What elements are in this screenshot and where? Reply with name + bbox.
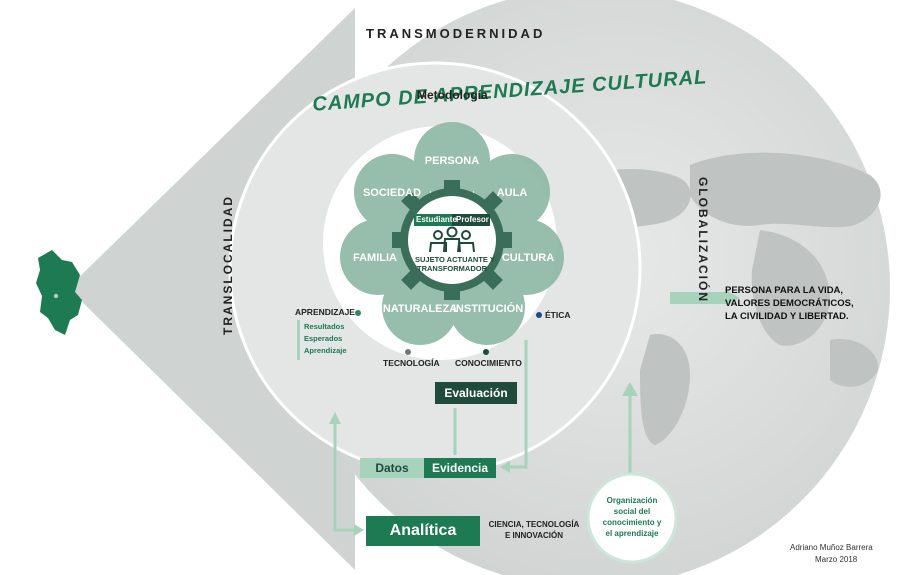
rea-esperados: Esperados <box>304 334 343 343</box>
profesor-tag: Profesor <box>456 215 489 224</box>
estudiante-tag: Estudiante <box>416 215 457 224</box>
people-icon <box>429 226 475 253</box>
ciencia-line2: E INNOVACIÓN <box>504 531 564 540</box>
analitica-box: Analítica <box>366 516 480 546</box>
translocalidad-label: TRANSLOCALIDAD <box>221 195 235 335</box>
rea-bar <box>297 320 300 360</box>
outcome-line2: VALORES DEMOCRÁTICOS, <box>725 298 854 309</box>
aprendizaje-dot <box>355 310 361 316</box>
colombia-location-dot <box>53 293 59 299</box>
globalizacion-label: GLOBALIZACIÓN <box>696 177 710 303</box>
colombia-map-icon <box>36 250 82 335</box>
organizacion-circle <box>586 472 678 564</box>
etica-label: ÉTICA <box>545 310 571 320</box>
petal-institucion: INSTITUCIÓN <box>452 303 524 315</box>
org-line4: el aprendizaje <box>605 529 659 538</box>
outcome-line3: LA CIVILIDAD Y LIBERTAD. <box>725 311 849 322</box>
rea-resultados: Resultados <box>304 322 345 331</box>
conocimiento-dot <box>483 349 489 355</box>
outcome-arrow-shaft <box>670 292 728 304</box>
tecnologia-dot <box>405 349 411 355</box>
center-gear <box>392 180 512 300</box>
org-line3: conocimiento y <box>602 518 662 527</box>
credit-date: Marzo 2018 <box>815 555 858 564</box>
flow-arrowheads <box>329 290 740 536</box>
ciencia-line1: CIENCIA, TECNOLOGÍA <box>488 520 580 529</box>
sujeto-line2: TRANSFORMADOR <box>417 264 487 273</box>
credit-author: Adriano Muñoz Barrera <box>790 543 873 552</box>
petal-aula: AULA <box>496 187 528 199</box>
tecnologia-label: TECNOLOGÍA <box>383 358 440 368</box>
evidencia-box: Evidencia <box>424 458 496 478</box>
org-line2: social del <box>613 507 651 516</box>
sujeto-line1: SUJETO ACTUANTE Y <box>415 255 495 264</box>
transmodernidad-label: TRANSMODERNIDAD <box>366 26 546 41</box>
petal-cultura: CULTURA <box>501 252 555 264</box>
metodologia-label: Metodología <box>417 88 488 102</box>
petal-naturaleza: NATURALEZA <box>382 303 458 315</box>
flow-lines <box>333 340 632 532</box>
evaluacion-box: Evaluación <box>435 382 517 404</box>
conocimiento-label: CONOCIMIENTO <box>455 358 522 368</box>
etica-dot <box>536 312 542 318</box>
petal-persona: PERSONA <box>424 155 480 167</box>
org-line1: Organización <box>606 496 658 505</box>
rea-aprendizaje: Aprendizaje <box>304 346 347 355</box>
petal-familia: FAMILIA <box>353 252 397 264</box>
petal-sociedad: SOCIEDAD <box>362 187 422 199</box>
outcome-line1: PERSONA PARA LA VIDA, <box>725 285 844 296</box>
aprendizaje-label: APRENDIZAJE <box>295 307 355 317</box>
datos-box: Datos <box>360 458 424 478</box>
